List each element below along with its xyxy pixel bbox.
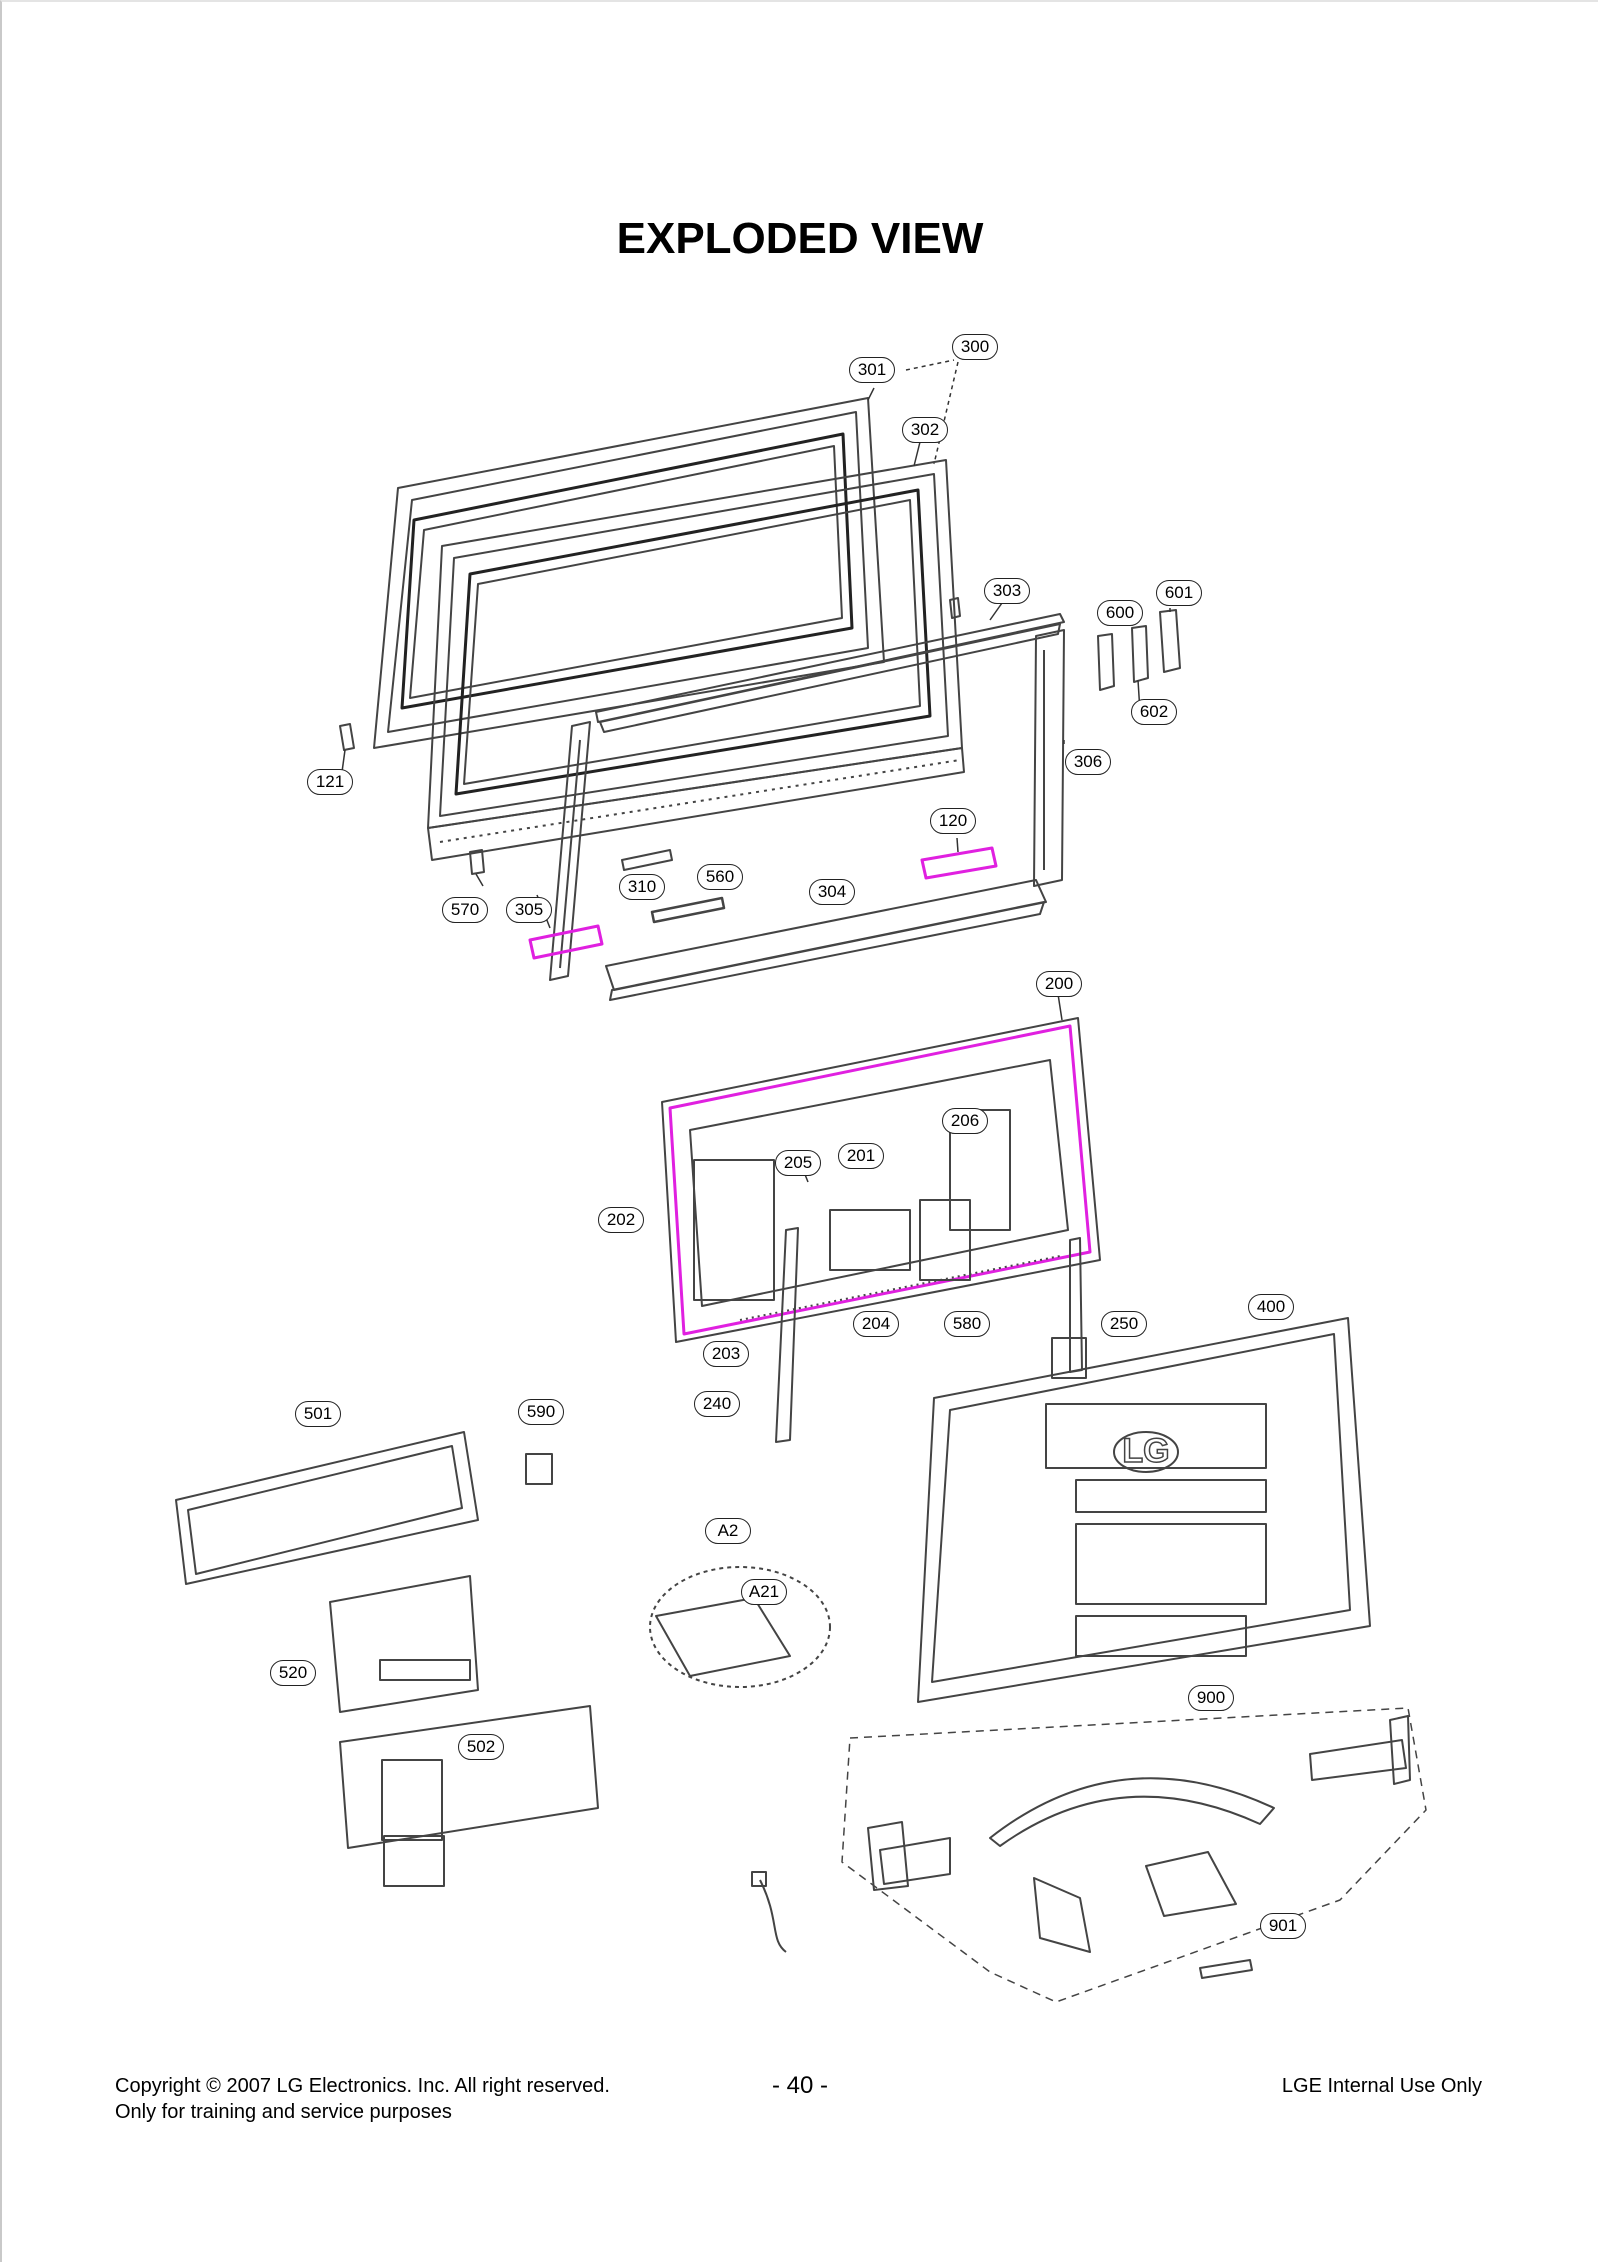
callout-570: 570: [442, 897, 488, 923]
lg-logo-text: LG: [1122, 1432, 1169, 1470]
callout-205: 205: [775, 1150, 821, 1176]
power-inlet-part: [525, 1453, 553, 1485]
back-plate-part: [339, 1705, 599, 1887]
main-board-part: [329, 1575, 479, 1713]
callout-240: 240: [694, 1391, 740, 1417]
stand-base-inset: [649, 1566, 831, 1688]
callout-400: 400: [1248, 1294, 1294, 1320]
ribbon-parts: [621, 849, 726, 924]
callout-305: 305: [506, 897, 552, 923]
small-clip-parts: [339, 597, 961, 751]
callout-201: 201: [838, 1143, 884, 1169]
copyright-text: Copyright © 2007 LG Electronics. Inc. Al…: [115, 2075, 610, 2097]
callout-310: 310: [619, 874, 665, 900]
bracket-570-part: [469, 849, 485, 875]
back-cover-part: [917, 1317, 1371, 1703]
bottom-rail-part: [605, 879, 1047, 1001]
stand-bracket-part: [175, 1431, 479, 1585]
callout-304: 304: [809, 879, 855, 905]
callout-602: 602: [1131, 699, 1177, 725]
callout-121: 121: [307, 769, 353, 795]
callout-a2: A2: [705, 1518, 751, 1544]
usage-note: LGE Internal Use Only: [1281, 2075, 1482, 2097]
callout-120: 120: [930, 808, 976, 834]
purpose-text: Only for training and service purposes: [115, 2101, 452, 2123]
callout-250: 250: [1101, 1311, 1147, 1337]
callout-203: 203: [703, 1341, 749, 1367]
footer-left: Copyright © 2007 LG Electronics. Inc. Al…: [115, 2073, 610, 2125]
callout-601: 601: [1156, 580, 1202, 606]
leader-lines: [341, 359, 1171, 1183]
page-number: - 40 -: [771, 2072, 828, 2099]
speaker-parts: [528, 846, 998, 960]
stand-assembly-part: [841, 1707, 1427, 2003]
callout-520: 520: [270, 1660, 316, 1686]
callout-200: 200: [1036, 971, 1082, 997]
callout-580: 580: [944, 1311, 990, 1337]
callout-300: 300: [952, 334, 998, 360]
callout-560: 560: [697, 864, 743, 890]
callout-302: 302: [902, 417, 948, 443]
callout-600: 600: [1097, 600, 1143, 626]
callout-a21: A21: [741, 1579, 787, 1605]
top-rail-part: [595, 613, 1065, 733]
power-cord-part: [759, 1879, 787, 1953]
chassis-legs-parts: [775, 1227, 1087, 1443]
callout-306: 306: [1065, 749, 1111, 775]
callout-901: 901: [1260, 1913, 1306, 1939]
front-bezel-part: [373, 397, 885, 749]
filter-frame-part: [427, 459, 965, 861]
callout-303: 303: [984, 578, 1030, 604]
callout-204: 204: [853, 1311, 899, 1337]
callout-502: 502: [458, 1734, 504, 1760]
callout-206: 206: [942, 1108, 988, 1134]
callout-900: 900: [1188, 1685, 1234, 1711]
page-title: EXPLODED VIEW: [616, 214, 984, 263]
main-chassis-part: [661, 1017, 1101, 1343]
callout-590: 590: [518, 1399, 564, 1425]
callout-202: 202: [598, 1207, 644, 1233]
right-side-rail-part: [1033, 629, 1065, 887]
callout-501: 501: [295, 1401, 341, 1427]
cord-plug-part: [751, 1871, 767, 1887]
callout-301: 301: [849, 357, 895, 383]
left-side-rail-part: [549, 721, 591, 981]
